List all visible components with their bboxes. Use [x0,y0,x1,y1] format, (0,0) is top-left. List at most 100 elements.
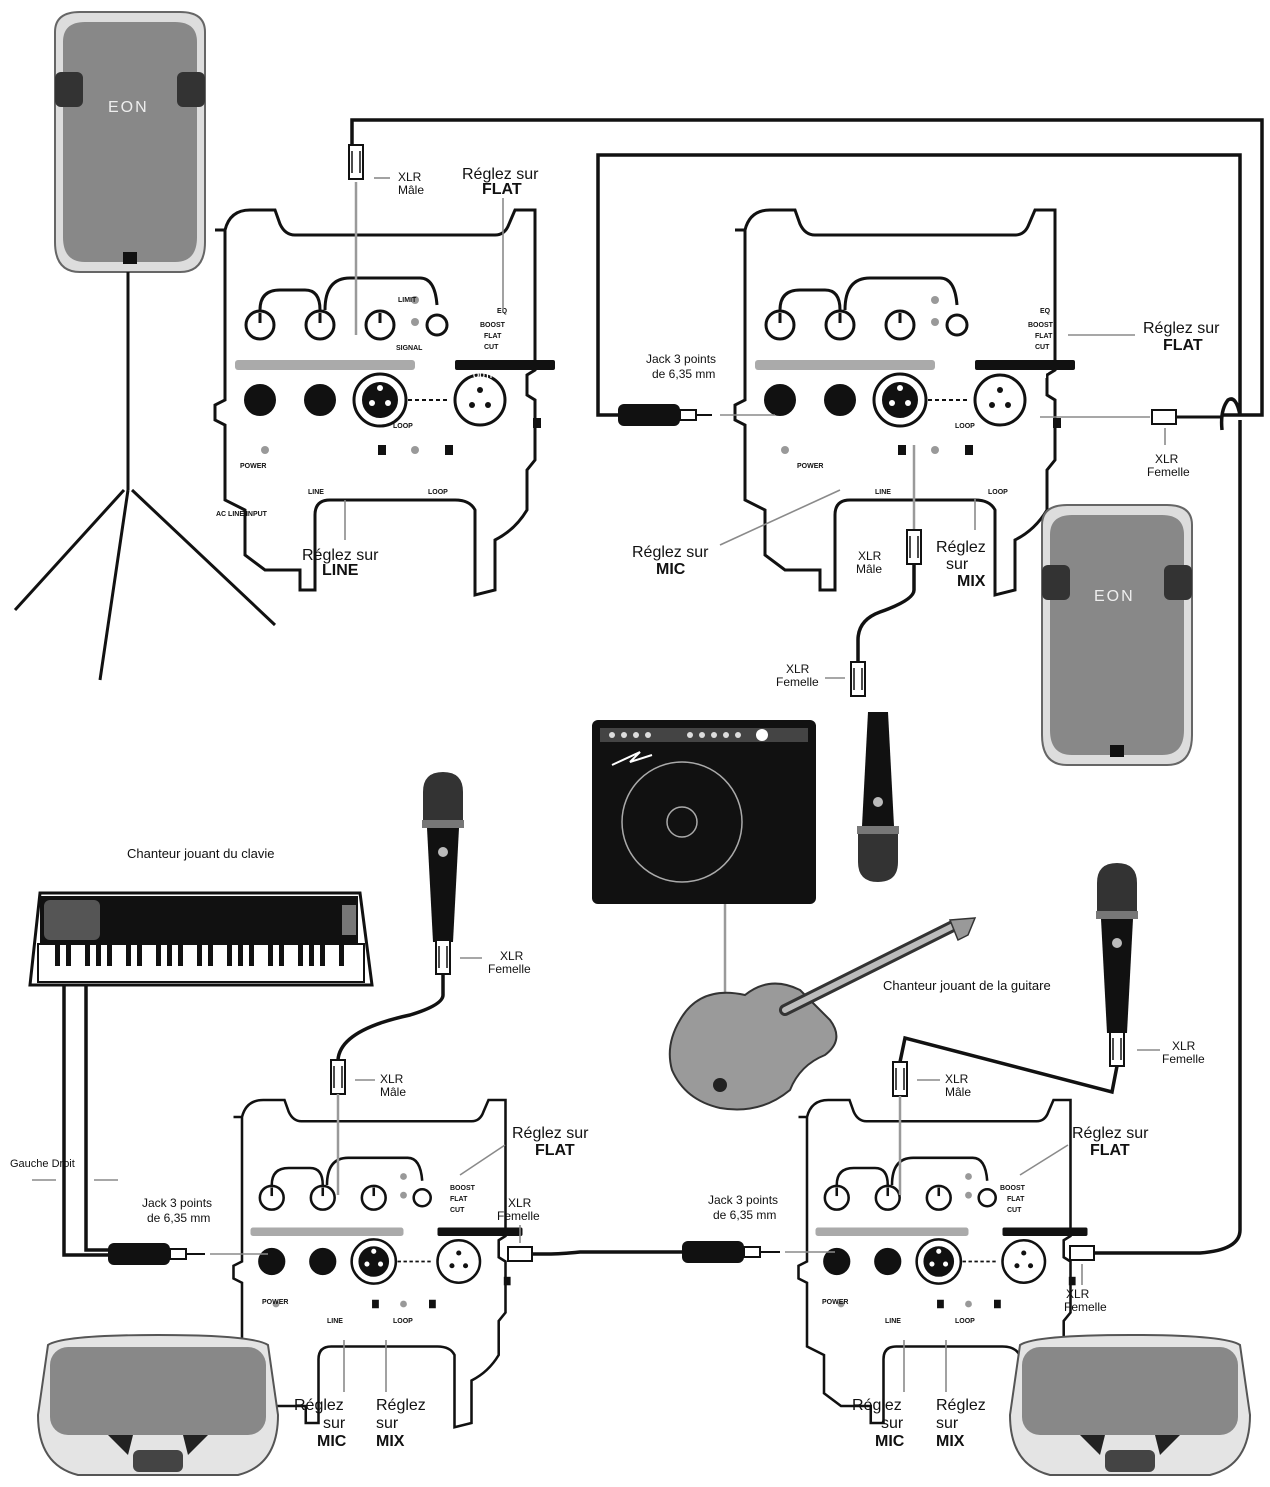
panel-cut-label-bl: CUT [450,1207,465,1214]
panel-line-label-br: LINE [885,1318,901,1325]
panel-output-label: OUTPUT [473,371,506,380]
keyboard-singer-label: Chanteur jouant du clavie [127,846,274,861]
xlr-cable-bottom-right-to-top [1094,420,1242,1255]
guitar-singer-label: Chanteur jouant de la guitare [883,978,1051,993]
set-mic-a-bottom-left: Réglez [294,1397,344,1414]
flat-bottom-right: FLAT [1090,1142,1130,1159]
panel-boost-label: BOOST [480,322,506,329]
xlr-female-label-mic-top-2: Femelle [776,675,819,689]
xlr-male-label-2: Mâle [398,183,424,197]
panel-cut-label-tr: CUT [1035,344,1050,351]
jack-label-1: Jack 3 points [646,352,716,366]
set-flat-bottom-right: Réglez sur [1072,1125,1149,1142]
xlr-female-label-tr-2: Femelle [1147,465,1190,479]
set-flat-top-right: Réglez sur [1143,320,1220,337]
speaker-brand: EON [108,99,149,116]
left-right-label: Gauche Droit [10,1158,75,1170]
panel-input-label: INPUT [275,371,299,380]
flat-top-right: FLAT [1163,337,1203,354]
quarter-inch-jack-top-right [618,404,712,426]
bottom-right-floor-speaker [1009,1334,1251,1476]
bottom-left-floor-speaker [37,1334,279,1476]
mix-bottom-right-label: MIX [936,1433,965,1450]
guitar-amp [592,720,816,904]
xlr-female-label-mic-br: XLR [1172,1039,1196,1053]
electric-guitar [668,917,977,1111]
set-mic-top-right: Réglez sur [632,544,709,561]
panel-cut-label-br: CUT [1007,1207,1022,1214]
panel-flat-label-br: FLAT [1007,1196,1025,1203]
xlr-female-plug-top-right [1151,409,1222,425]
xlr-male-label-bl: XLR [380,1072,404,1086]
xlr-male-plug-bottom-right [892,1061,908,1097]
xlr-female-label-bl: XLR [508,1196,532,1210]
xlr-female-plug-bottom-right [1069,1245,1095,1261]
bottom-left-rear-panel [232,1098,524,1429]
keyboard-cable-right [84,985,108,1252]
jack-label-br-1: Jack 3 points [708,1193,778,1207]
xlr-male-label-bl-2: Mâle [380,1085,406,1099]
panel-line-label-bl: LINE [327,1318,343,1325]
xlr-female-label-bl-2: Femelle [497,1209,540,1223]
panel-cut-label: CUT [484,344,499,351]
xlr-female-plug-mic-bl [435,939,451,975]
top-right-speaker: EON [1041,504,1193,766]
mic-bottom-left-label: MIC [317,1433,347,1450]
xlr-female-label-tr: XLR [1155,452,1179,466]
xlr-female-label-mic-bl: XLR [500,949,524,963]
panel-boost-label-bl: BOOST [450,1185,476,1192]
mic-cable-top-right [856,564,916,665]
mix-bottom-left-label: MIX [376,1433,405,1450]
panel-ac-label: AC LINE INPUT [216,511,268,518]
mic-top-right: MIC [656,561,686,578]
jack-label-2: de 6,35 mm [652,367,715,381]
mic-bottom-right [1096,863,1138,1033]
panel-loop-label-bl: LOOP [393,1318,413,1325]
panel-power-label: POWER [240,463,266,470]
set-mix-b-top-right: sur [946,556,969,573]
set-flat-bottom-left: Réglez sur [512,1125,589,1142]
xlr-male-label: XLR [398,170,422,184]
panel-loop-label-2: LOOP [428,489,448,496]
mic-cable-bottom-right [898,1035,1119,1095]
set-flat-top-left: Réglez sur [462,166,539,183]
flat-bottom-left: FLAT [535,1142,575,1159]
panel-boost-label-br: BOOST [1000,1185,1026,1192]
set-mix-b-bottom-left: sur [376,1415,399,1432]
link-cable-bottom [532,1250,690,1256]
xlr-male-plug-top-right [906,529,922,565]
set-mix-a-top-right: Réglez [936,539,986,556]
flat-top-left: FLAT [482,181,522,198]
panel-output-label-tr: OUTPUT [1015,371,1048,380]
top-left-rear-panel [213,208,557,597]
panel-limit-label: LIMIT [398,297,417,304]
panel-line-label: LINE [308,489,324,496]
xlr-male-label-tr: XLR [858,549,882,563]
quarter-inch-jack-bottom-left [108,1243,205,1265]
set-mix-a-bottom-left: Réglez [376,1397,426,1414]
xlr-female-plug-mic-br [1109,1031,1125,1067]
speaker-brand-tr: EON [1094,588,1135,605]
panel-line-label-tr: LINE [875,489,891,496]
top-left-speaker: EON [54,11,206,273]
panel-loop-label-br: LOOP [955,1318,975,1325]
panel-signal-label: SIGNAL [396,345,423,352]
xlr-cable-top-left-to-top-right [350,118,1264,417]
mic-cable-bottom-left [336,974,445,1061]
keyboard-cable-left [62,985,108,1257]
xlr-male-label-tr-2: Mâle [856,562,882,576]
panel-power-label-tr: POWER [797,463,823,470]
panel-flat-label-tr: FLAT [1035,333,1053,340]
set-mic-b-bottom-right: sur [881,1415,904,1432]
panel-loop-label: LOOP [393,423,413,430]
xlr-male-plug-top-left [348,144,364,180]
xlr-female-label-mic-br-2: Femelle [1162,1052,1205,1066]
top-right-rear-panel [733,208,1077,597]
xlr-female-plug-mic-top [850,661,866,697]
panel-power-label-br: POWER [822,1299,848,1306]
speaker-stand [13,272,277,681]
mic-top [857,712,899,882]
set-mix-a-bottom-right: Réglez [936,1397,986,1414]
xlr-female-label-br-2: Femelle [1064,1300,1107,1314]
mix-top-right: MIX [957,573,986,590]
